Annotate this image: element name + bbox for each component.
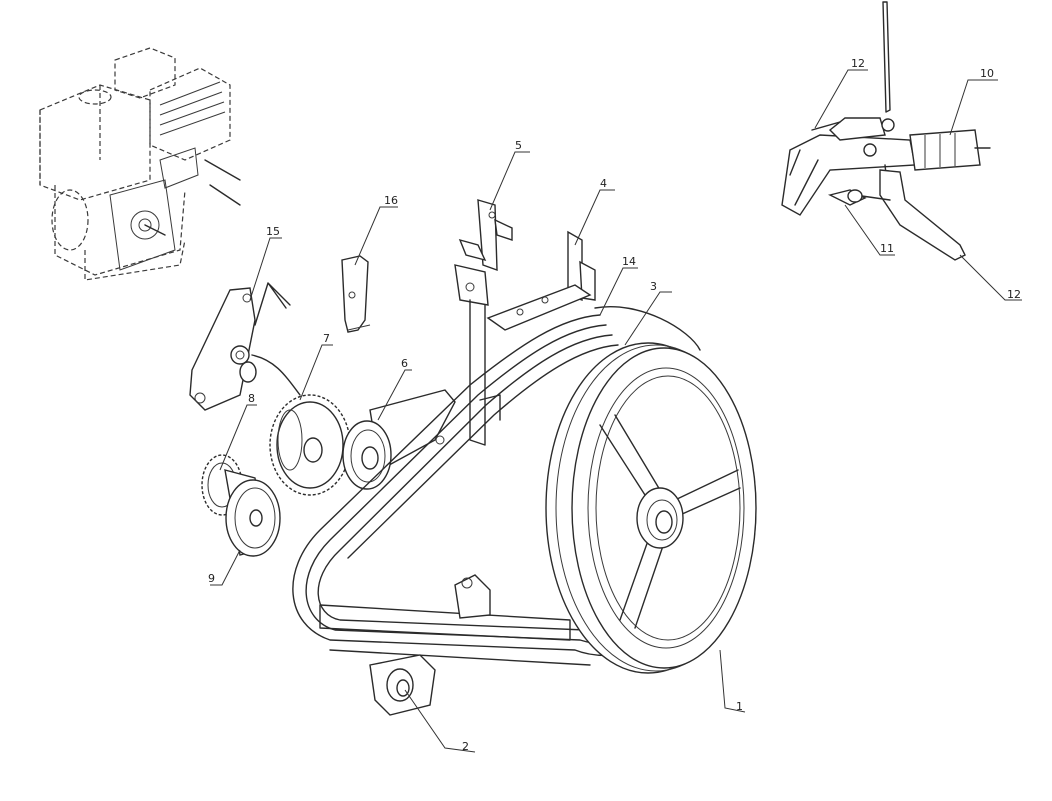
handle-control-assembly <box>781 1 991 261</box>
callout-6: 6 <box>401 357 408 370</box>
part-16-clip-bracket <box>341 255 371 333</box>
callout-3: 3 <box>650 280 657 293</box>
part-15-bracket-plate <box>189 282 301 411</box>
part-7-spur-gear <box>269 394 351 496</box>
callout-11: 11 <box>880 242 894 255</box>
part-2-lower-idler <box>369 654 436 716</box>
part-4-angle-bracket <box>486 230 596 331</box>
part-6-idler-tensioner <box>342 389 456 490</box>
callout-labels: 1 2 3 4 5 6 7 8 9 10 11 12 12 14 15 16 <box>208 57 1021 753</box>
callout-14: 14 <box>622 255 636 268</box>
part-5-upright-bracket <box>454 199 513 446</box>
callout-15: 15 <box>266 225 280 238</box>
callout-1: 1 <box>736 700 743 713</box>
callout-10: 10 <box>980 67 994 80</box>
callout-9: 9 <box>208 572 215 585</box>
callout-5: 5 <box>515 139 522 152</box>
callout-16: 16 <box>384 194 398 207</box>
engine-assembly <box>39 47 241 281</box>
lower-frame-rail <box>319 574 591 666</box>
callout-12-upper: 12 <box>851 57 865 70</box>
part-1-large-pulley <box>545 342 757 674</box>
callout-7: 7 <box>323 332 330 345</box>
callout-12-lower: 12 <box>1007 288 1021 301</box>
callout-4: 4 <box>600 177 607 190</box>
part-9-hub-pulley <box>224 469 281 557</box>
leader-lines <box>210 69 1022 753</box>
callout-8: 8 <box>248 392 255 405</box>
callout-2: 2 <box>462 740 469 753</box>
